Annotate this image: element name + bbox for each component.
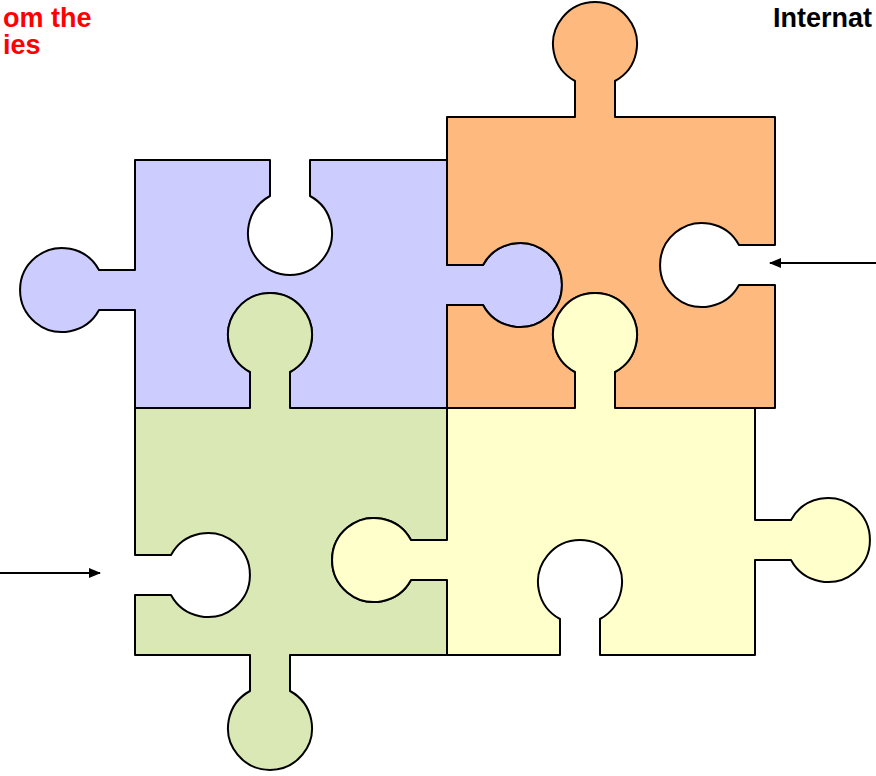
puzzle-piece [332,293,870,655]
pointer-arrow [770,262,876,264]
heading-fragment: Internat [773,4,872,32]
pointer-arrow [0,572,100,574]
heading-fragment: om the [3,4,92,32]
heading-fragment: ies [3,31,41,59]
